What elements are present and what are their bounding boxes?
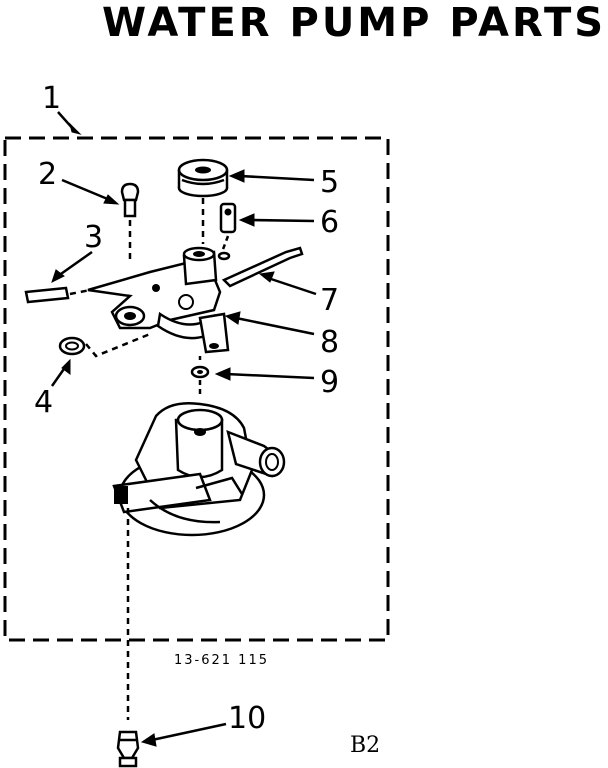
sheet-label: B2 — [350, 733, 380, 758]
callout-6-label: 6 — [320, 205, 339, 240]
callout-9-label: 9 — [320, 365, 339, 400]
part-screw — [120, 182, 140, 262]
callout-7-label: 7 — [320, 283, 339, 318]
callout-2: 2 — [38, 157, 120, 205]
part-pulley — [177, 158, 229, 244]
callout-5-label: 5 — [320, 165, 339, 200]
diagram-title: WATER PUMP PARTS — [102, 0, 606, 46]
callout-10-arrowhead — [140, 733, 157, 747]
callout-3-leader — [57, 250, 93, 278]
callout-3: 3 — [51, 220, 103, 283]
callout-4-label: 4 — [34, 385, 53, 420]
reference-code: 13-621 115 — [174, 653, 269, 668]
callout-6-leader — [249, 218, 315, 223]
callout-4: 4 — [34, 358, 71, 420]
callout-6: 6 — [238, 205, 339, 240]
callout-8-arrowhead — [224, 311, 241, 325]
callout-9-leader — [225, 372, 315, 380]
callout-8-label: 8 — [320, 325, 339, 360]
part-bracket — [87, 246, 230, 354]
part-washer — [190, 356, 210, 398]
callout-7-arrowhead — [258, 271, 275, 283]
callout-1-label: 1 — [42, 81, 61, 116]
callout-5-arrowhead — [228, 169, 245, 183]
callout-1: 1 — [42, 81, 82, 135]
part-pin — [217, 202, 237, 261]
callout-4-arrowhead — [61, 358, 71, 375]
callout-2-label: 2 — [38, 157, 57, 192]
part-bolt — [116, 730, 140, 768]
callout-10-label: 10 — [228, 701, 266, 736]
callout-10: 10 — [140, 701, 266, 747]
callout-3-arrowhead — [51, 269, 65, 283]
callout-7-leader — [267, 276, 317, 296]
callout-3-label: 3 — [84, 220, 103, 255]
part-lever — [221, 246, 304, 288]
callout-5-leader — [239, 174, 315, 182]
callout-6-arrowhead — [238, 213, 255, 227]
callout-8: 8 — [224, 311, 339, 360]
callout-1-arrowhead — [69, 122, 82, 135]
assembly-boundary — [3, 136, 390, 642]
callout-9-arrowhead — [214, 367, 231, 381]
callout-2-leader — [61, 178, 111, 202]
callout-7: 7 — [258, 271, 339, 318]
callout-2-arrowhead — [103, 194, 120, 205]
pump-housing — [112, 402, 286, 720]
callout-5: 5 — [228, 165, 339, 200]
callout-9: 9 — [214, 365, 339, 400]
callout-10-leader — [151, 722, 227, 742]
part-ring — [58, 332, 151, 358]
callout-8-leader — [235, 316, 315, 336]
